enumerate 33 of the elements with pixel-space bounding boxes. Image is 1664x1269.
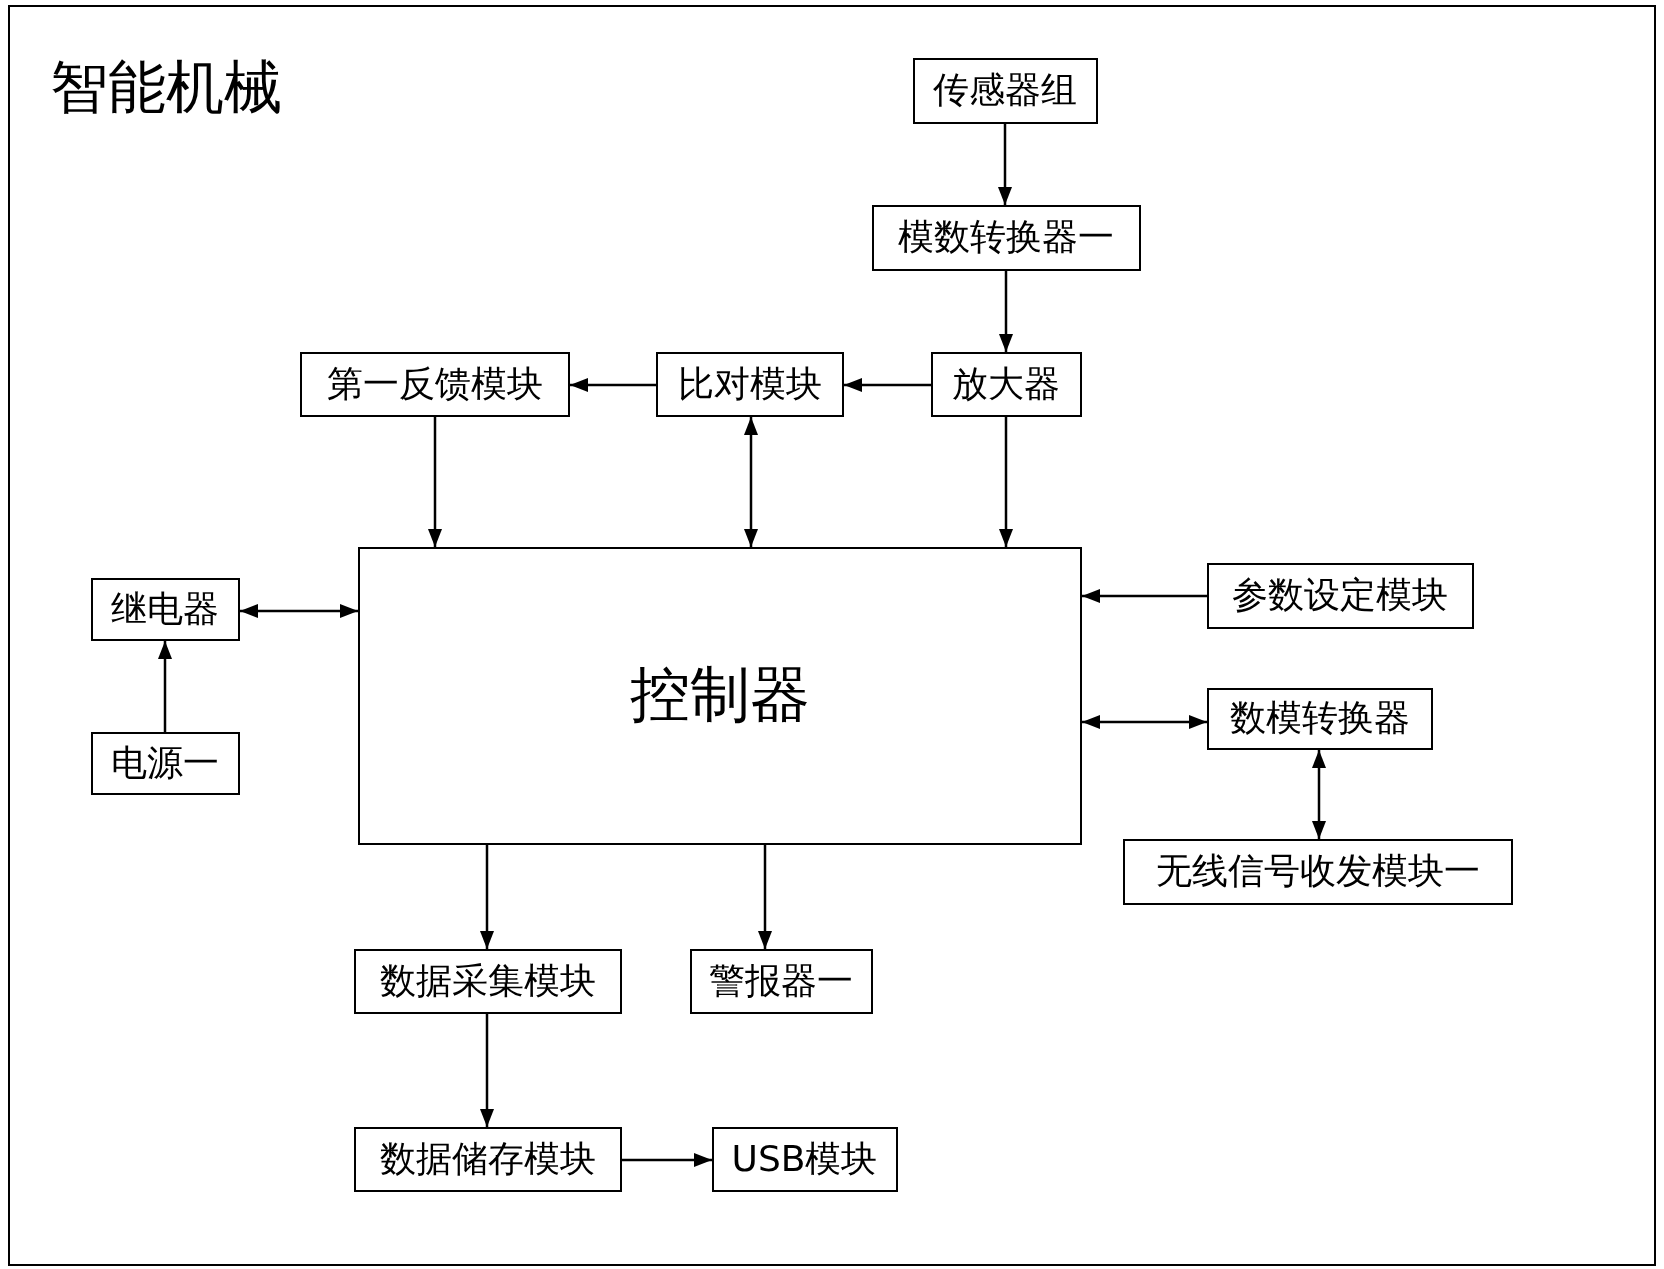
module-box: 比对模块: [655, 351, 844, 417]
arrow: [240, 604, 358, 618]
module-box: 无线信号收发模块一: [1122, 838, 1513, 905]
arrow: [428, 417, 442, 547]
arrow: [999, 271, 1013, 352]
arrow: [758, 845, 772, 949]
arrow: [844, 378, 931, 392]
arrow: [480, 845, 494, 949]
module-box: 电源一: [90, 731, 240, 795]
arrow: [998, 124, 1012, 205]
module-box: 数模转换器: [1206, 687, 1433, 750]
arrow: [744, 417, 758, 547]
module-box: USB模块: [711, 1126, 898, 1192]
frame-box: [8, 5, 1656, 1266]
arrow: [1082, 589, 1207, 603]
arrow: [999, 417, 1013, 547]
module-box: 第一反馈模块: [299, 351, 570, 417]
arrow: [158, 641, 172, 732]
arrow: [480, 1014, 494, 1127]
arrow: [1082, 715, 1207, 729]
module-box: 模数转换器一: [871, 204, 1141, 271]
module-box: 传感器组: [912, 57, 1098, 124]
arrow: [1312, 750, 1326, 839]
module-box: 警报器一: [689, 948, 873, 1014]
module-box: 数据采集模块: [353, 948, 622, 1014]
frame-heading: 智能机械: [50, 52, 282, 123]
arrow: [622, 1153, 712, 1167]
module-box: 参数设定模块: [1206, 562, 1474, 629]
module-box: 数据储存模块: [353, 1126, 622, 1192]
module-box: 放大器: [930, 351, 1082, 417]
arrow: [570, 378, 656, 392]
module-box: 继电器: [90, 577, 240, 641]
controller-box: 控制器: [357, 546, 1082, 845]
